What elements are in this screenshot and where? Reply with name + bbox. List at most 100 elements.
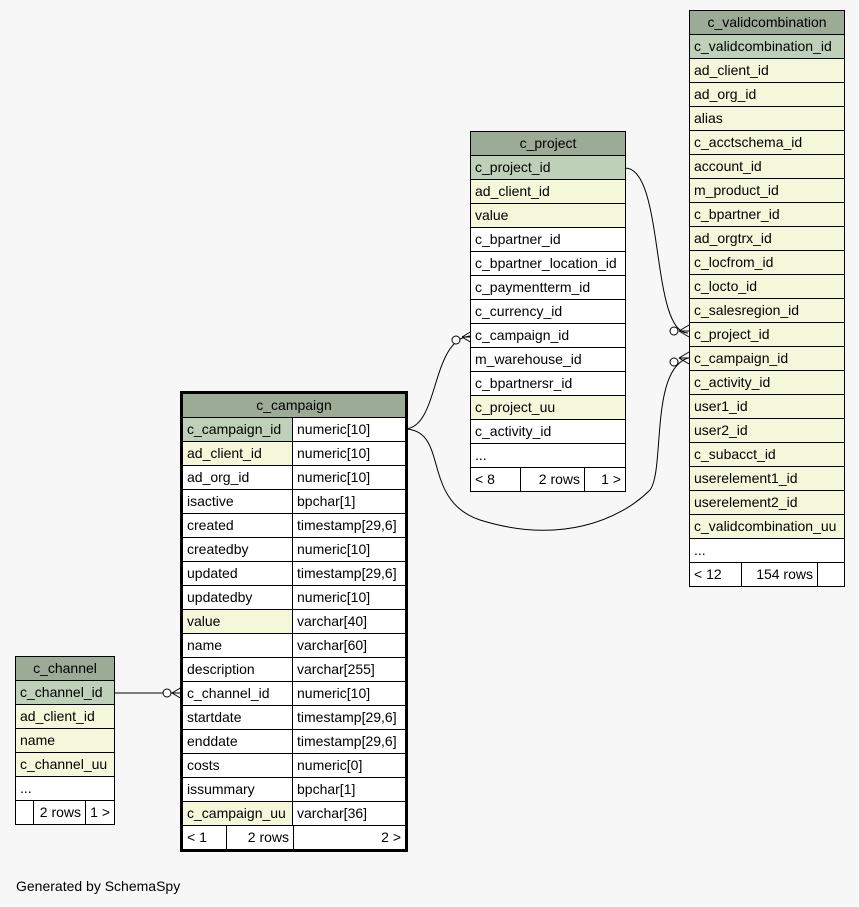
footer-row-count: 2 rows: [227, 826, 294, 849]
column-name: c_bpartnersr_id: [471, 372, 625, 395]
column-row[interactable]: c_project_id: [690, 323, 844, 346]
column-row[interactable]: value: [471, 204, 625, 227]
column-row[interactable]: ...: [16, 777, 114, 800]
table-title: c_channel: [16, 657, 114, 680]
footer-children-link[interactable]: 2 >: [294, 826, 405, 849]
column-name: updatedby: [183, 586, 292, 609]
column-row[interactable]: m_warehouse_id: [471, 348, 625, 371]
column-row[interactable]: c_activity_id: [471, 420, 625, 443]
column-name: name: [16, 729, 114, 752]
column-row[interactable]: c_bpartner_location_id: [471, 252, 625, 275]
column-name: ...: [16, 777, 114, 800]
column-row[interactable]: c_validcombination_uu: [690, 515, 844, 538]
column-row[interactable]: name: [16, 729, 114, 752]
column-name: ad_orgtrx_id: [690, 227, 844, 250]
column-name: alias: [690, 107, 844, 130]
column-row[interactable]: user1_id: [690, 395, 844, 418]
column-row[interactable]: c_bpartner_id: [690, 203, 844, 226]
table-header: c_validcombination: [690, 11, 844, 34]
column-row[interactable]: ...: [471, 444, 625, 467]
column-row[interactable]: c_subacct_id: [690, 443, 844, 466]
footer-parents-link[interactable]: < 8: [471, 468, 521, 491]
column-type: numeric[10]: [293, 538, 405, 561]
column-row[interactable]: ad_client_id: [690, 59, 844, 82]
column-row[interactable]: c_activity_id: [690, 371, 844, 394]
column-row[interactable]: c_channel_id: [16, 681, 114, 704]
column-row[interactable]: user2_id: [690, 419, 844, 442]
footer-parents-link[interactable]: < 12: [690, 563, 742, 586]
column-row[interactable]: userelement2_id: [690, 491, 844, 514]
column-name: c_currency_id: [471, 300, 625, 323]
footer-parents-link[interactable]: < 1: [183, 826, 227, 849]
column-row[interactable]: ad_client_id: [471, 180, 625, 203]
footer-children-link[interactable]: 1 >: [86, 801, 114, 824]
edge-campaign-validcombination: [403, 357, 689, 531]
edge-end-circle: [162, 688, 172, 698]
column-row[interactable]: account_id: [690, 155, 844, 178]
column-row[interactable]: ad_orgtrx_id: [690, 227, 844, 250]
column-row[interactable]: c_acctschema_id: [690, 131, 844, 154]
column-row[interactable]: userelement1_id: [690, 467, 844, 490]
column-row[interactable]: c_currency_id: [471, 300, 625, 323]
edge-end-circle: [669, 357, 679, 367]
column-row[interactable]: c_channel_uu: [16, 753, 114, 776]
column-row[interactable]: m_product_id: [690, 179, 844, 202]
column-name: userelement1_id: [690, 467, 844, 490]
column-type: timestamp[29,6]: [293, 730, 405, 753]
column-row[interactable]: c_campaign_id: [471, 324, 625, 347]
column-row[interactable]: c_project_uu: [471, 396, 625, 419]
column-row[interactable]: c_salesregion_id: [690, 299, 844, 322]
footer-children-link[interactable]: [818, 563, 844, 586]
column-name: enddate: [183, 730, 292, 753]
column-row[interactable]: c_paymentterm_id: [471, 276, 625, 299]
column-name: account_id: [690, 155, 844, 178]
column-row[interactable]: c_campaign_id: [690, 347, 844, 370]
column-row[interactable]: ...: [690, 539, 844, 562]
column-row[interactable]: alias: [690, 107, 844, 130]
column-name: value: [183, 610, 292, 633]
column-name: ...: [471, 444, 625, 467]
footer-parents-link[interactable]: [16, 801, 34, 824]
column-row[interactable]: c_validcombination_id: [690, 35, 844, 58]
column-type: timestamp[29,6]: [293, 562, 405, 585]
column-name: value: [471, 204, 625, 227]
column-row[interactable]: c_project_id: [471, 156, 625, 179]
column-row[interactable]: c_locfrom_id: [690, 251, 844, 274]
column-type: numeric[10]: [293, 466, 405, 489]
column-row[interactable]: c_bpartnersr_id: [471, 372, 625, 395]
table-title: c_campaign: [183, 394, 405, 417]
column-name: ad_org_id: [183, 466, 292, 489]
column-row[interactable]: ad_client_id: [16, 705, 114, 728]
column-row[interactable]: c_bpartner_id: [471, 228, 625, 251]
column-row[interactable]: ad_org_id: [690, 83, 844, 106]
footer-children-link[interactable]: 1 >: [585, 468, 625, 491]
table-header: c_channel: [16, 657, 114, 680]
footer-row-count: 2 rows: [521, 468, 585, 491]
column-row[interactable]: c_locto_id: [690, 275, 844, 298]
column-name: c_campaign_uu: [183, 802, 292, 825]
column-name: c_project_id: [471, 156, 625, 179]
